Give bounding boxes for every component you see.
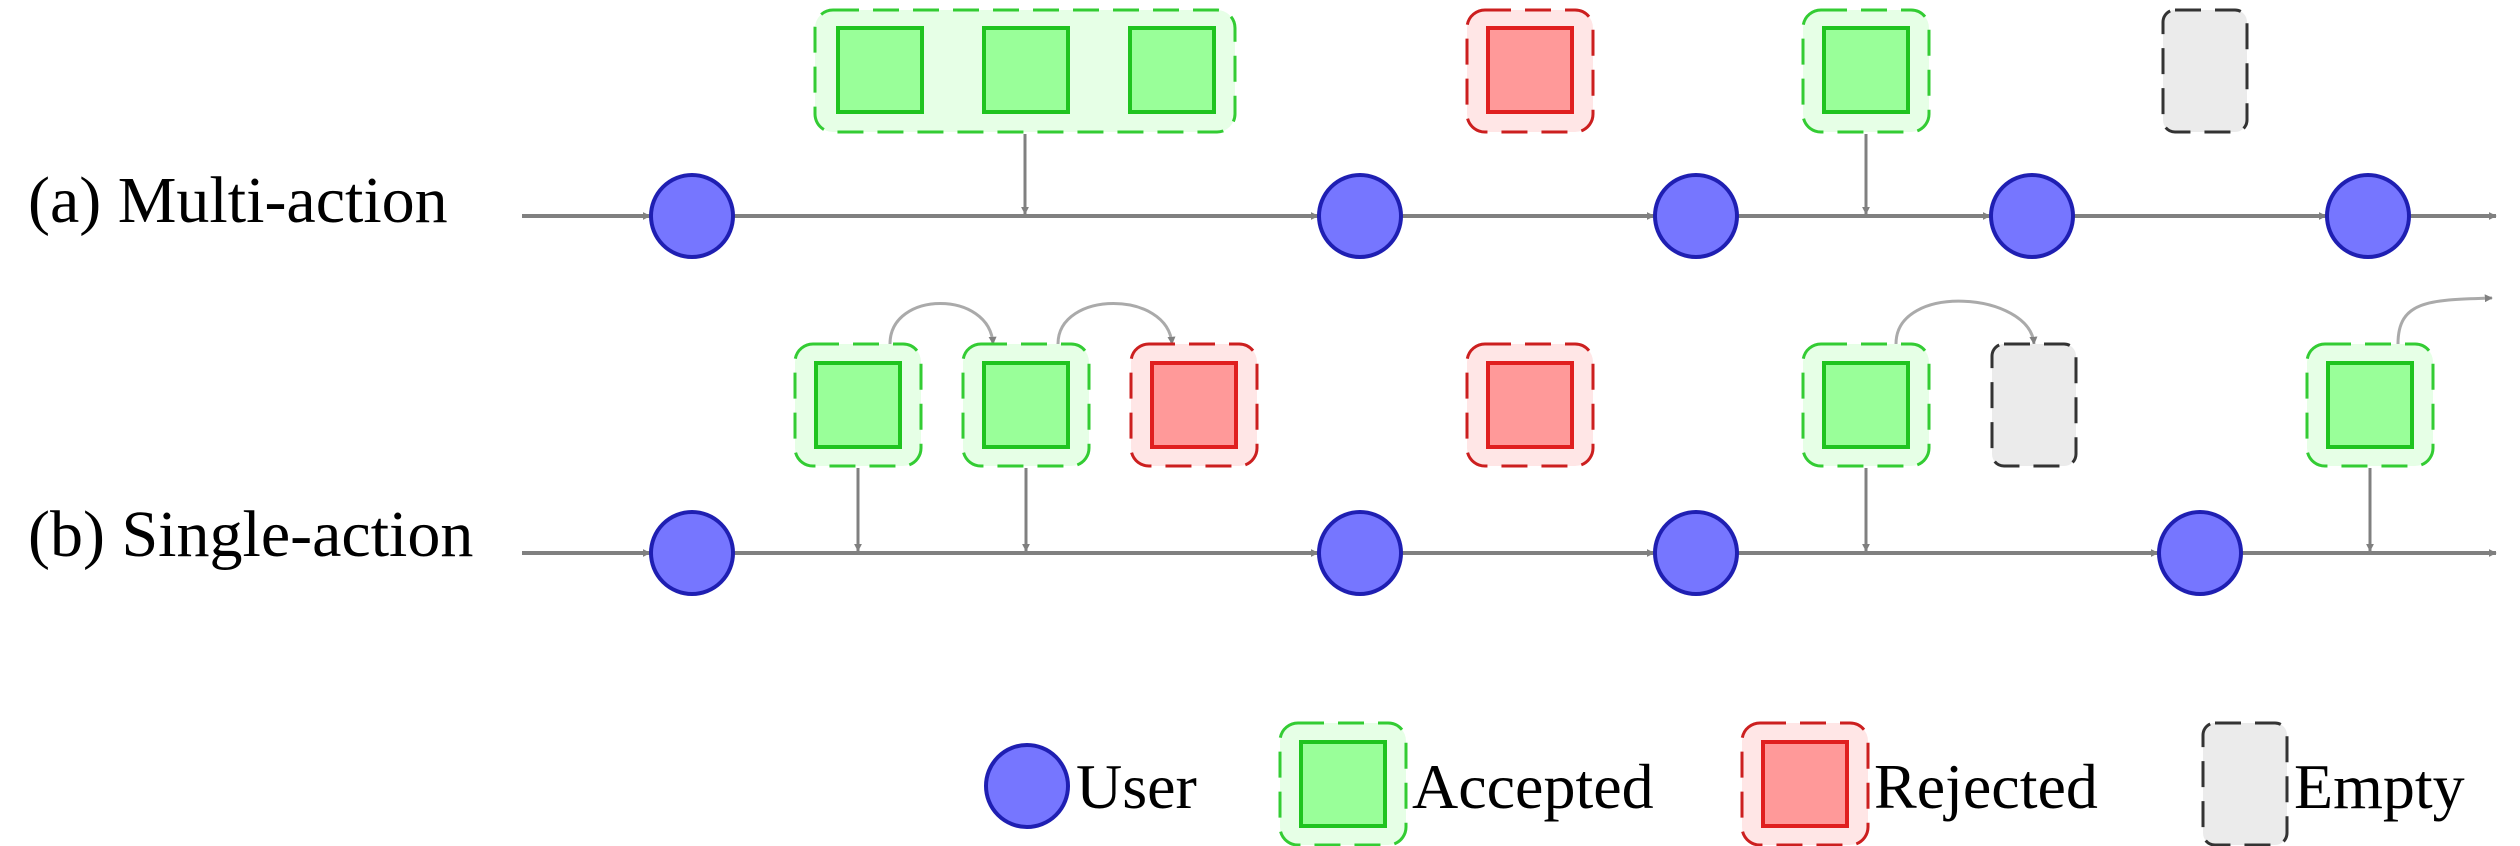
accepted-action <box>1822 26 1910 114</box>
continue-arrow <box>888 302 997 345</box>
continue-arrow <box>1056 302 1176 345</box>
accepted-action <box>982 361 1070 449</box>
legend-user-swatch <box>984 743 1070 829</box>
continue-arrow <box>2396 294 2493 345</box>
user-node <box>1653 510 1739 596</box>
user-node <box>1317 173 1403 259</box>
rejected-action <box>1486 361 1574 449</box>
legend-empty-label: Empty <box>2294 751 2465 822</box>
empty-box <box>2161 8 2249 134</box>
legend-empty-swatch <box>2201 721 2289 846</box>
accepted-action <box>1128 26 1216 114</box>
legend-accepted-label: Accepted <box>1412 751 1654 822</box>
user-node <box>2157 510 2243 596</box>
empty-box <box>1990 342 2078 468</box>
accepted-action <box>982 26 1070 114</box>
accepted-action <box>2326 361 2414 449</box>
accepted-action <box>814 361 902 449</box>
user-node <box>1989 173 2075 259</box>
timeline-multi-action <box>522 8 2497 259</box>
user-node <box>649 510 735 596</box>
user-node <box>1317 510 1403 596</box>
row-label-multi-action: (a) Multi-action <box>28 164 448 237</box>
user-node <box>2325 173 2411 259</box>
legend-accepted-inner <box>1299 740 1387 828</box>
legend-rejected-inner <box>1761 740 1849 828</box>
legend: User Accepted Rejected Empty <box>984 721 2465 846</box>
legend-rejected-label: Rejected <box>1874 751 2098 822</box>
accepted-action <box>1822 361 1910 449</box>
continue-arrow <box>1894 299 2038 345</box>
rejected-action <box>1150 361 1238 449</box>
user-node <box>649 173 735 259</box>
user-node <box>1653 173 1739 259</box>
row-label-single-action: (b) Single-action <box>28 498 473 571</box>
rejected-action <box>1486 26 1574 114</box>
legend-user-label: User <box>1076 751 1197 822</box>
timeline-single-action <box>522 294 2497 596</box>
accepted-action <box>836 26 924 114</box>
